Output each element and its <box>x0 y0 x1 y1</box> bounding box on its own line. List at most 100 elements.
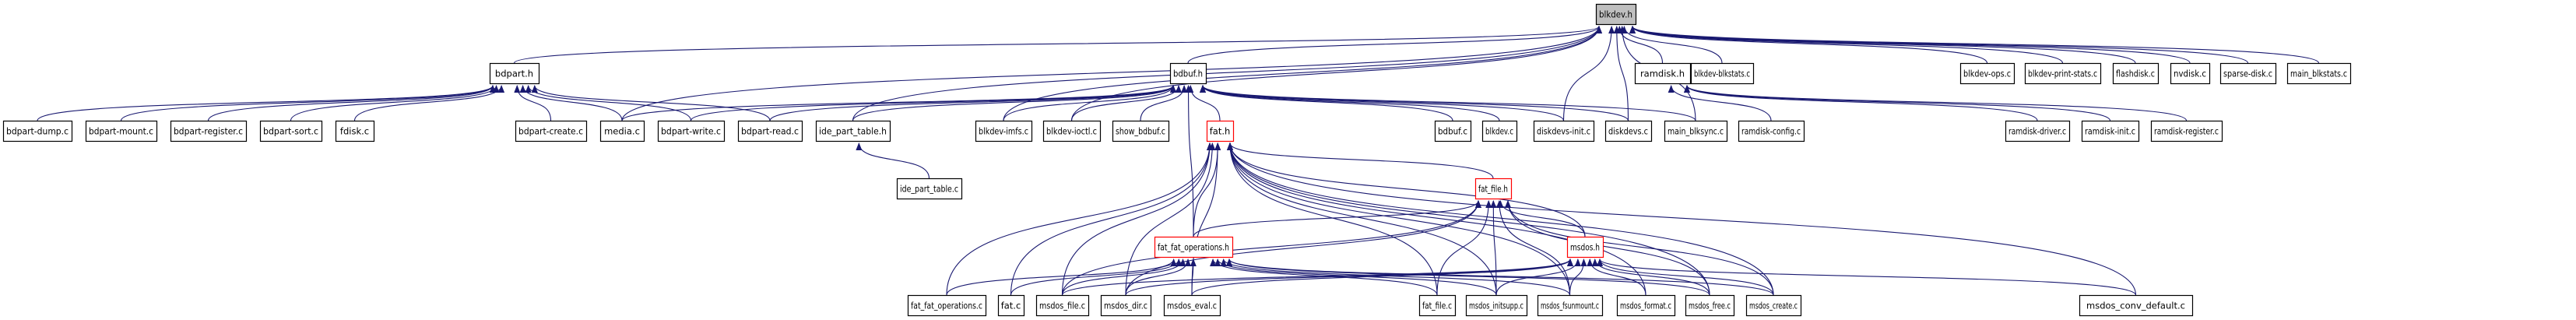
node-label: ramdisk.h <box>1640 69 1685 79</box>
node-box <box>1690 62 1755 85</box>
graph-node-bdpart-write-c[interactable]: bdpart-write.c <box>657 120 726 142</box>
edge-bdpart_create_c-to-bdpart_h <box>514 85 552 121</box>
graph-node-nvdisk-c[interactable]: nvdisk.c <box>2170 62 2211 85</box>
edge-main_blkstats_c-to-blkdev_h <box>1629 26 2320 64</box>
graph-node-bdpart-dump-c[interactable]: bdpart-dump.c <box>2 120 73 142</box>
graph-node-msdos-format-c[interactable]: msdos_format.c <box>1616 294 1676 317</box>
edge-blkdev_ioctl_c-to-bdbuf_h <box>1070 85 1182 121</box>
graph-node-bdpart-h[interactable]: bdpart.h <box>489 62 540 85</box>
node-label: blkdev-blkstats.c <box>1694 69 1750 79</box>
graph-node-diskdevs-init-c[interactable]: diskdevs-init.c <box>1533 120 1595 142</box>
graph-node-blkdev-c[interactable]: blkdev.c <box>1481 120 1518 142</box>
graph-node-bdbuf-h[interactable]: bdbuf.h <box>1169 62 1207 85</box>
graph-node-fat-c[interactable]: fat.c <box>997 294 1025 317</box>
graph-node-fat-fat-operations-h[interactable]: fat_fat_operations.h <box>1154 236 1234 258</box>
node-label: diskdevs-init.c <box>1537 126 1590 137</box>
graph-node-blkdev-ioctl-c[interactable]: blkdev-ioctl.c <box>1042 120 1102 142</box>
edge-msdos_conv_default_c-to-msdos_h <box>1597 258 2137 296</box>
graph-node-fdisk-c[interactable]: fdisk.c <box>335 120 375 142</box>
graph-node-ide-part-table-h[interactable]: ide_part_table.h <box>815 120 891 142</box>
node-box <box>2150 120 2223 142</box>
graph-node-bdbuf-c[interactable]: bdbuf.c <box>1434 120 1472 142</box>
node-box <box>170 120 248 142</box>
graph-node-msdos-conv-default-c[interactable]: msdos_conv_default.c <box>2079 294 2194 317</box>
edge-ramdisk_config_c-to-ramdisk_h <box>1668 85 1772 121</box>
node-box <box>2024 62 2102 85</box>
node-label: ramdisk-driver.c <box>2008 126 2066 137</box>
node-box <box>2005 120 2071 142</box>
edge-msdos_file_c-to-fat_file_h <box>1061 200 1481 296</box>
node-label: ramdisk-init.c <box>2085 126 2135 137</box>
graph-node-ramdisk-register-c[interactable]: ramdisk-register.c <box>2150 120 2223 142</box>
node-box <box>1042 120 1102 142</box>
node-label: fat_fat_operations.h <box>1158 242 1229 253</box>
node-box <box>335 120 375 142</box>
graph-node-fat-file-h[interactable]: fat_file.h <box>1474 178 1513 200</box>
node-label: msdos_format.c <box>1620 301 1671 311</box>
graph-node-msdos-dir-c[interactable]: msdos_dir.c <box>1100 294 1152 317</box>
edge-ide_part_table_h-to-bdbuf_h <box>852 85 1176 121</box>
graph-node-ramdisk-h[interactable]: ramdisk.h <box>1634 62 1692 85</box>
graph-node-ramdisk-driver-c[interactable]: ramdisk-driver.c <box>2005 120 2071 142</box>
node-box <box>1664 120 1728 142</box>
graph-node-bdpart-mount-c[interactable]: bdpart-mount.c <box>85 120 158 142</box>
graph-node-blkdev-blkstats-c[interactable]: blkdev-blkstats.c <box>1690 62 1755 85</box>
edge-msdos_free_c-to-fat_fat_operations_h <box>1226 258 1710 296</box>
edge-fat_fat_operations_h-to-fat_h <box>1193 142 1221 237</box>
node-box <box>907 294 987 317</box>
graph-node-blkdev-print-stats-c[interactable]: blkdev-print-stats.c <box>2024 62 2102 85</box>
edge-ramdisk_init_c-to-ramdisk_h <box>1684 85 2111 121</box>
edge-msdos_format_c-to-fat_h <box>1227 142 1646 296</box>
edge-show_bdbuf_c-to-bdbuf_h <box>1140 85 1188 121</box>
graph-node-fat-file-c[interactable]: fat_file.c <box>1418 294 1457 317</box>
graph-node-msdos-create-c[interactable]: msdos_create.c <box>1745 294 1802 317</box>
graph-node-bdpart-register-c[interactable]: bdpart-register.c <box>170 120 248 142</box>
edge-bdpart_mount_c-to-bdpart_h <box>120 85 496 121</box>
graph-node-main-blkstats-c[interactable]: main_blkstats.c <box>2286 62 2352 85</box>
node-label: nvdisk.c <box>2174 69 2206 79</box>
node-label: show_bdbuf.c <box>1116 126 1165 137</box>
graph-node-fat-h[interactable]: fat.h <box>1206 120 1235 142</box>
graph-node-show-bdbuf-c[interactable]: show_bdbuf.c <box>1112 120 1170 142</box>
graph-node-msdos-initsupp-c[interactable]: msdos_initsupp.c <box>1465 294 1528 317</box>
node-box <box>85 120 158 142</box>
edge-msdos_h-to-fat_file_h <box>1497 200 1586 237</box>
graph-node-blkdev-ops-c[interactable]: blkdev-ops.c <box>1959 62 2015 85</box>
graph-node-flashdisk-c[interactable]: flashdisk.c <box>2112 62 2160 85</box>
graph-node-main-blksync-c[interactable]: main_blksync.c <box>1664 120 1728 142</box>
node-label: ramdisk-register.c <box>2154 126 2219 137</box>
graph-node-bdpart-sort-c[interactable]: bdpart-sort.c <box>259 120 323 142</box>
graph-node-ramdisk-config-c[interactable]: ramdisk-config.c <box>1738 120 1805 142</box>
graph-node-bdpart-create-c[interactable]: bdpart-create.c <box>515 120 588 142</box>
node-label: bdpart.h <box>495 69 533 79</box>
graph-node-msdos-eval-c[interactable]: msdos_eval.c <box>1163 294 1221 317</box>
graph-node-msdos-h[interactable]: msdos.h <box>1566 236 1604 258</box>
node-label: fat_file.h <box>1478 184 1508 195</box>
graph-node-msdos-fsunmount-c[interactable]: msdos_fsunmount.c <box>1537 294 1604 317</box>
node-box <box>896 178 963 200</box>
graph-node-msdos-free-c[interactable]: msdos_free.c <box>1685 294 1735 317</box>
edge-msdos_fsunmount_c-to-fat_fat_operations_h <box>1220 258 1571 296</box>
graph-node-fat-fat-operations-c[interactable]: fat_fat_operations.c <box>907 294 987 317</box>
node-label: flashdisk.c <box>2116 69 2155 79</box>
edge-media_c-to-blkdev_h <box>621 26 1602 121</box>
edge-fat_c-to-fat_h <box>1010 142 1213 296</box>
graph-node-media-c[interactable]: media.c <box>599 120 645 142</box>
edge-bdpart_read_c-to-bdbuf_h <box>769 85 1176 121</box>
node-box <box>2286 62 2352 85</box>
graph-node-blkdev-imfs-c[interactable]: blkdev-imfs.c <box>975 120 1033 142</box>
graph-node-bdpart-read-c[interactable]: bdpart-read.c <box>737 120 803 142</box>
graph-node-ramdisk-init-c[interactable]: ramdisk-init.c <box>2081 120 2140 142</box>
edge-fat_fat_operations_c-to-fat_h <box>946 142 1213 296</box>
graph-node-ide-part-table-c[interactable]: ide_part_table.c <box>896 178 963 200</box>
graph-node-diskdevs-c[interactable]: diskdevs.c <box>1604 120 1653 142</box>
node-box <box>1169 62 1207 85</box>
node-box <box>2079 294 2194 317</box>
node-label: diskdevs.c <box>1608 126 1648 137</box>
edge-msdos_free_c-to-fat_file_h <box>1505 200 1710 296</box>
node-label: msdos_conv_default.c <box>2086 301 2185 311</box>
graph-node-msdos-file-c[interactable]: msdos_file.c <box>1035 294 1090 317</box>
graph-node-sparse-disk-c[interactable]: sparse-disk.c <box>2219 62 2277 85</box>
edge-blkdev_c-to-bdbuf_h <box>1200 85 1500 121</box>
